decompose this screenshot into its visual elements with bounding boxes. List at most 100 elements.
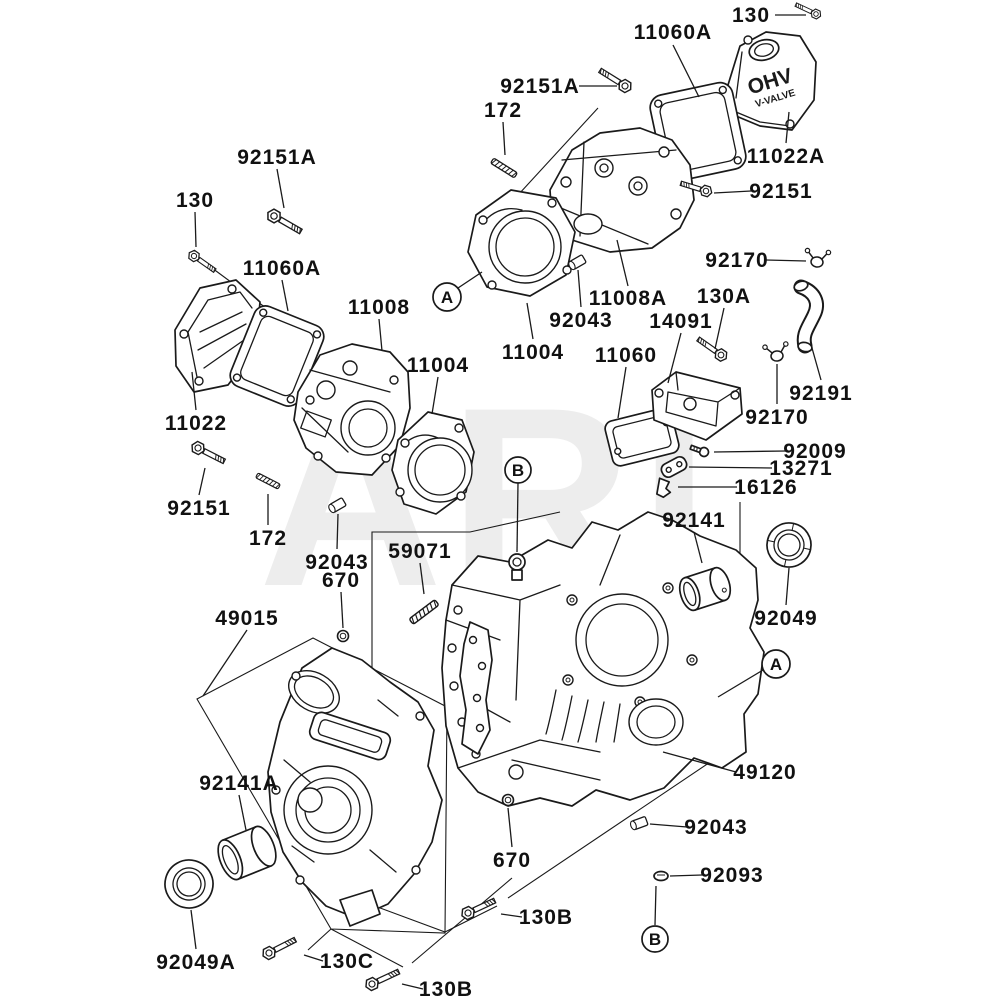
part-label-172: 172 [484, 99, 522, 122]
part-label-92151A: 92151A [237, 146, 317, 169]
part-label-59071: 59071 [388, 540, 451, 563]
leader-line [191, 371, 197, 411]
part-label-130B: 130B [519, 906, 573, 929]
part-label-11060: 11060 [595, 344, 657, 367]
leader-line [688, 466, 773, 469]
screw-92009 [689, 444, 710, 458]
leader-line [662, 751, 737, 773]
part-label-172: 172 [249, 527, 287, 550]
ref-circle-A [432, 282, 462, 312]
leader-line [500, 913, 523, 918]
left-head-gasket-11004 [391, 411, 475, 515]
leader-line [714, 307, 725, 350]
leader-line [198, 467, 206, 496]
leader-line [616, 239, 629, 287]
part-label-92151: 92151 [167, 497, 230, 520]
part-label-11060A: 11060A [243, 257, 321, 280]
plate-13271 [660, 455, 688, 479]
leader-line [401, 983, 424, 990]
leader-line [617, 366, 627, 419]
leader-line [785, 567, 790, 606]
part-label-130B: 130B [419, 978, 473, 1000]
part-label-92141: 92141 [662, 509, 725, 532]
part-label-11060A: 11060A [634, 21, 712, 44]
leader-line [378, 318, 383, 352]
right-cylinder-head-11008A [549, 127, 695, 253]
part-label-11004: 11004 [502, 341, 564, 364]
part-label-49015: 49015 [215, 607, 278, 630]
front-cover-49015 [267, 647, 443, 927]
leader-line [713, 450, 787, 453]
leader-line [419, 562, 425, 595]
leader-line [811, 347, 822, 381]
part-label-92151A: 92151A [500, 75, 580, 98]
part-label-49120: 49120 [733, 761, 796, 784]
leader-line [303, 954, 324, 962]
leader-line [507, 807, 513, 848]
right-valve-cover-11022A: OHV V-VALVE [723, 31, 817, 131]
leader-line [765, 259, 807, 262]
ref-circle-A [761, 649, 791, 679]
leader-line [336, 513, 339, 550]
leader-line [340, 591, 344, 629]
part-label-92151: 92151 [749, 180, 812, 203]
leader-line [276, 168, 285, 209]
left-valve-cover-gasket-11060A [229, 305, 325, 407]
leader-line [281, 279, 289, 312]
part-label-92191: 92191 [789, 382, 852, 405]
part-label-11022A: 11022A [747, 145, 825, 168]
part-label-92043: 92043 [684, 816, 747, 839]
part-label-14091: 14091 [649, 310, 712, 333]
ref-letter-B: B [649, 930, 661, 949]
part-label-92093: 92093 [700, 864, 763, 887]
part-label-92049: 92049 [754, 607, 817, 630]
part-label-130: 130 [176, 189, 214, 212]
leader-line [717, 669, 764, 698]
ref-letter-A: A [441, 288, 453, 307]
cover-gasket-strip [459, 621, 493, 755]
part-label-92170: 92170 [705, 249, 768, 272]
part-label-13271: 13271 [769, 457, 832, 480]
leader-line [785, 111, 790, 144]
breather-hose-92191 [793, 279, 824, 354]
ref-circle-B [504, 456, 532, 484]
part-label-670: 670 [322, 569, 360, 592]
part-label-11008A: 11008A [589, 287, 667, 310]
ref-circle-B [641, 925, 669, 953]
part-label-130: 130 [732, 4, 770, 27]
leader-line [713, 190, 752, 194]
part-label-130C: 130C [320, 950, 374, 973]
leader-line [457, 271, 483, 289]
leader-line [190, 909, 197, 950]
leader-line [654, 885, 657, 926]
plug-92093-icon [653, 870, 669, 882]
leader-line [238, 794, 247, 831]
part-label-92043: 92043 [305, 551, 368, 574]
right-head-gasket-11004 [467, 189, 576, 297]
left-cylinder-head-11008 [293, 343, 411, 476]
leader-line [526, 302, 534, 340]
part-label-92043: 92043 [549, 309, 612, 332]
labels-layer: 13011060A92151A17211022A9215192170130A11… [156, 4, 852, 1000]
leader-line [516, 482, 519, 553]
part-label-92009: 92009 [783, 440, 846, 463]
leader-line [693, 531, 703, 564]
bushing-92141 [678, 566, 732, 612]
part-label-130A: 130A [697, 285, 751, 308]
breather-cover-14091 [651, 371, 743, 441]
ref-letter-B: B [512, 461, 524, 480]
leader-line [669, 874, 703, 877]
part-label-92141A: 92141A [199, 772, 279, 795]
part-label-16126: 16126 [734, 476, 797, 499]
leader-line [202, 629, 248, 697]
leader-line [577, 269, 582, 308]
oil-seal-92049 [766, 522, 812, 568]
leader-line [672, 44, 700, 98]
part-label-92049A: 92049A [156, 951, 236, 974]
leader-line [502, 121, 506, 156]
crankcase-cap-bolt [508, 553, 526, 581]
part-label-11022: 11022 [165, 412, 227, 435]
leader-line [194, 211, 197, 248]
